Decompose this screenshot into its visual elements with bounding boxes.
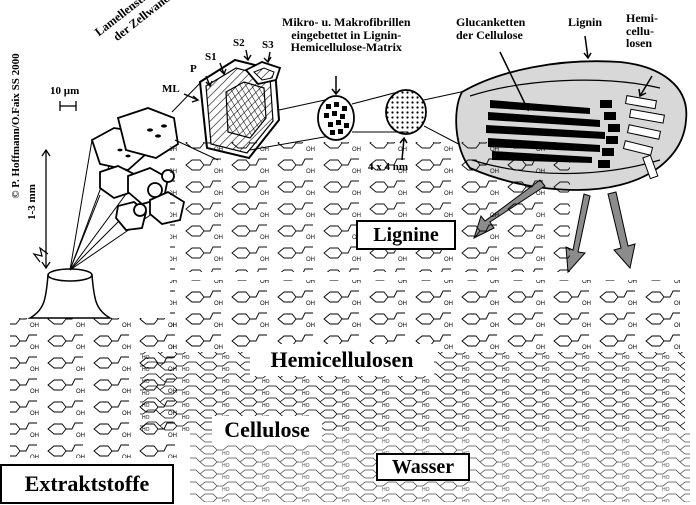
label-s1: S1 <box>205 52 217 64</box>
hemicellulose-chains <box>170 280 680 350</box>
glucan-label: Glucanketten der Cellulose <box>456 16 525 41</box>
tree-stump-icon <box>30 248 110 318</box>
label-p: P <box>190 64 197 76</box>
scale-10um-label: 10 µm <box>50 86 79 98</box>
glucan-line1: Glucanketten <box>456 16 525 29</box>
hemicellulose-top-label: Hemi- cellu- losen <box>626 12 658 50</box>
wasser-box: Wasser <box>376 453 470 481</box>
label-s3: S3 <box>262 40 274 52</box>
extraktstoffe-box: Extraktstoffe <box>0 464 174 504</box>
label-s2: S2 <box>233 38 245 50</box>
fibrils-line3: Hemicellulose-Matrix <box>282 41 411 54</box>
glucan-line2: der Cellulose <box>456 29 525 42</box>
fibrils-line1: Mikro- u. Makrofibrillen <box>282 16 411 29</box>
um-scale-bar <box>60 101 76 111</box>
copyright-text: © P. Hoffmann/O.Faix SS 2000 <box>10 16 22 236</box>
label-ml: ML <box>162 84 180 96</box>
hemi-line3: losen <box>626 37 658 50</box>
lignin-top-label: Lignin <box>568 16 602 29</box>
fibrils-label: Mikro- u. Makrofibrillen eingebettet in … <box>282 16 411 54</box>
scale-1-3mm-label: 1-3 mm <box>26 184 38 220</box>
extractive-molecules <box>10 318 180 458</box>
size-4x4-label: 4 x 4 nm <box>368 162 408 174</box>
hemi-line1: Hemi- <box>626 12 658 25</box>
lignine-box: Lignine <box>356 220 456 250</box>
cellulose-box: Cellulose <box>212 416 322 444</box>
macrofibril <box>318 76 354 140</box>
hemicellulosen-box: Hemicellulosen <box>250 344 434 376</box>
